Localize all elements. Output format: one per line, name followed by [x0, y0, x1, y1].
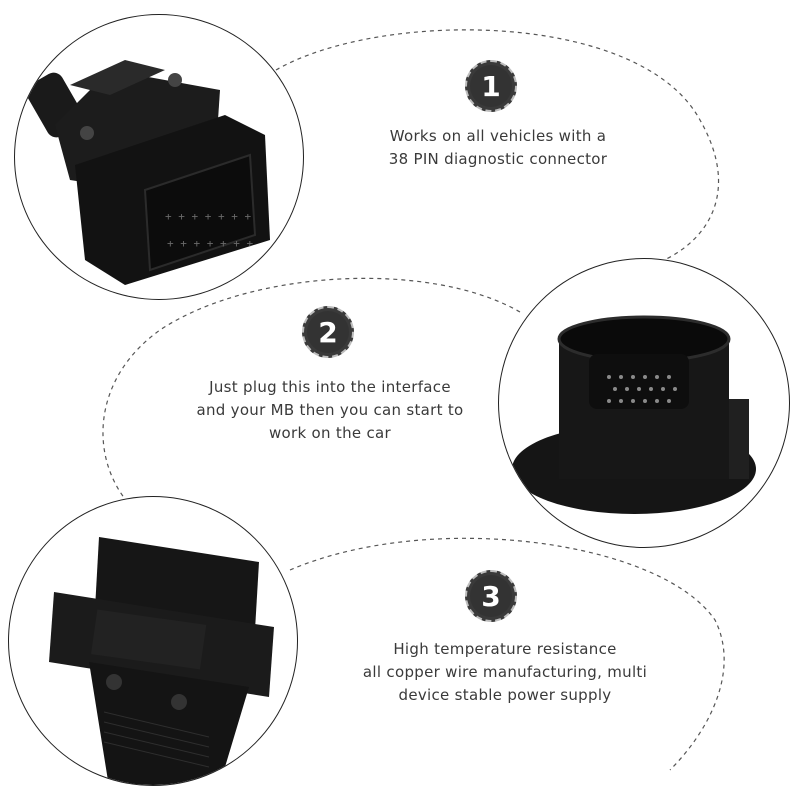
round-38-pin-connector-icon: [512, 315, 756, 514]
step-badge-3: 3: [465, 570, 517, 622]
caption-line: Works on all vehicles with a: [389, 127, 607, 145]
obd2-cable-connector-icon: [49, 537, 274, 785]
caption-line: Just plug this into the interface: [209, 378, 451, 396]
svg-text:+ + + + + + +: + + + + + + +: [167, 237, 253, 250]
step-number-1: 1: [470, 65, 512, 107]
feature-caption-1: Works on all vehicles with a 38 PIN diag…: [338, 125, 658, 171]
svg-text:+ + + + + + +: + + + + + + +: [165, 210, 251, 223]
step-number-3: 3: [470, 575, 512, 617]
step-number-2: 2: [307, 311, 349, 353]
caption-line: High temperature resistance: [393, 640, 617, 658]
obd2-female-connector-icon: + + + + + + + + + + + + + +: [26, 60, 270, 285]
step-badge-1: 1: [465, 60, 517, 112]
feature-caption-2: Just plug this into the interface and yo…: [170, 376, 490, 445]
product-photo-2: [498, 258, 790, 548]
caption-line: work on the car: [268, 424, 391, 442]
caption-line: device stable power supply: [398, 686, 612, 704]
step-badge-2: 2: [302, 306, 354, 358]
caption-line: and your MB then you can start to: [196, 401, 464, 419]
product-photo-1: + + + + + + + + + + + + + +: [14, 14, 304, 300]
feature-caption-3: High temperature resistance all copper w…: [345, 638, 665, 707]
caption-line: all copper wire manufacturing, multi: [362, 663, 648, 681]
product-photo-3: [8, 496, 298, 786]
caption-line: 38 PIN diagnostic connector: [388, 150, 608, 168]
